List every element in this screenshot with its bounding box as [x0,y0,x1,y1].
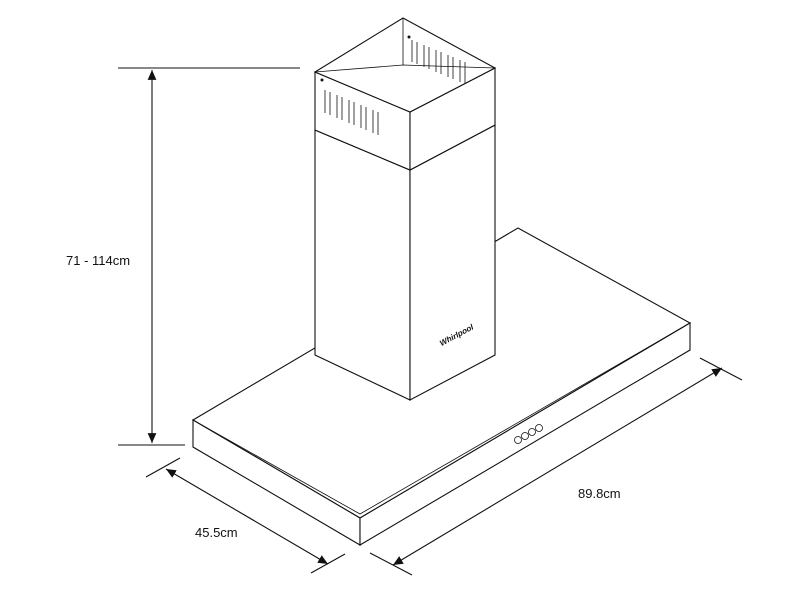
depth-extension-left [145,457,181,478]
screw-hole [320,78,324,82]
width-label: 89.8cm [578,486,621,501]
vent-slots-left [324,90,379,135]
depth-dimension: 45.5cm [145,457,346,574]
depth-label: 45.5cm [195,525,238,540]
chimney-right-face [409,124,496,401]
height-label: 71 - 114cm [66,253,130,268]
depth-arrow [165,468,329,565]
height-dimension: 71 - 114cm [66,67,300,446]
hood-chimney: Whirlpool [313,17,497,401]
width-extension-left [369,552,413,576]
screw-hole [407,35,411,39]
vent-slots-back [411,40,466,84]
chimney-left-face [314,129,411,401]
width-dimension: 89.8cm [369,357,743,576]
width-arrow [392,367,723,566]
